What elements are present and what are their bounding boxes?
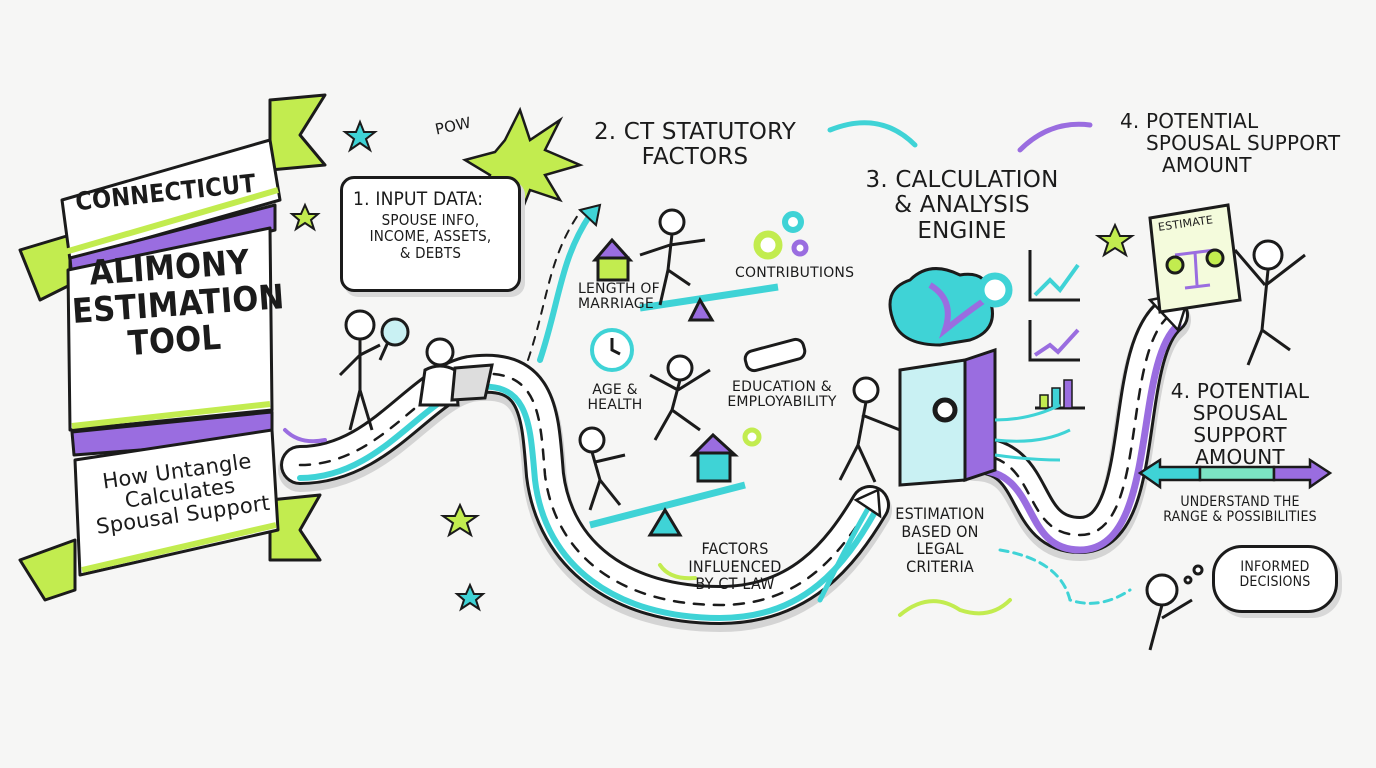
caption-line: ESTIMATION: [895, 504, 985, 523]
factor-line: EDUCATION &: [732, 379, 832, 395]
estimate-illustration: [1148, 203, 1306, 366]
step4-heading-bottom: 4. POTENTIAL SPOUSAL SUPPORT AMOUNT: [1145, 380, 1335, 468]
caption-line: LEGAL: [916, 539, 964, 559]
step1-heading: 1. INPUT DATA:: [353, 188, 484, 210]
step3-heading-line: & ANALYSIS: [894, 192, 1030, 219]
step2-caption: FACTORS INFLUENCED BY CT LAW: [680, 540, 790, 593]
caption-line: INFLUENCED: [688, 556, 782, 576]
step4-heading-top: 4. POTENTIAL SPOUSAL SUPPORT AMOUNT: [1120, 110, 1340, 176]
page-title: ALIMONY ESTIMATION TOOL: [68, 243, 286, 367]
step1-figures: [338, 309, 494, 431]
step1-details: SPOUSE INFO, INCOME, ASSETS, & DEBTS: [343, 212, 518, 262]
engine-illustration: [838, 250, 1085, 487]
step4-heading-line: AMOUNT: [1162, 153, 1252, 177]
range-arrow: [1137, 457, 1333, 490]
factor-contributions: CONTRIBUTIONS: [735, 265, 855, 281]
thought-bubble-text: INFORMED DECISIONS: [1215, 548, 1335, 591]
caption-line: CRITERIA: [906, 556, 974, 576]
caption-line: RANGE & POSSIBILITIES: [1163, 509, 1317, 526]
step3-heading-line: 3. CALCULATION: [865, 167, 1059, 193]
caption-line: BASED ON: [901, 521, 979, 541]
step2-heading-line: FACTORS: [641, 144, 749, 171]
step2-illustrations: [578, 208, 809, 537]
step2-heading-line: 2. CT STATUTORY: [593, 119, 797, 145]
factor-education: EDUCATION & EMPLOYABILITY: [722, 379, 842, 411]
factor-line: AGE &: [592, 382, 638, 398]
step1-line: SPOUSE INFO,: [381, 210, 480, 229]
step4-heading-line: AMOUNT: [1195, 445, 1285, 469]
step4-heading-line: 4. POTENTIAL: [1120, 109, 1259, 133]
step1-line: & DEBTS: [399, 243, 462, 262]
step2-heading: 2. CT STATUTORY FACTORS: [585, 119, 805, 171]
step1-speech-bubble: 1. INPUT DATA: SPOUSE INFO, INCOME, ASSE…: [340, 176, 521, 292]
factor-line: EMPLOYABILITY: [727, 394, 837, 411]
step3-heading-line: ENGINE: [917, 217, 1007, 244]
caption-line: FACTORS: [701, 539, 769, 558]
step4-heading-line: SPOUSAL SUPPORT: [1192, 401, 1288, 447]
decorative-stars: [289, 119, 1136, 612]
step1-line: INCOME, ASSETS,: [369, 227, 492, 246]
thought-line: INFORMED: [1240, 559, 1310, 575]
step3-caption: ESTIMATION BASED ON LEGAL CRITERIA: [880, 505, 1000, 575]
factor-length-of-marriage: LENGTH OF MARRIAGE: [578, 281, 660, 313]
thinking-figure: [1145, 564, 1204, 651]
title-banner: [18, 93, 327, 602]
factor-line: HEALTH: [587, 397, 643, 414]
factor-age-health: AGE & HEALTH: [585, 382, 645, 414]
range-caption: UNDERSTAND THE RANGE & POSSIBILITIES: [1135, 494, 1345, 526]
thought-line: DECISIONS: [1239, 574, 1311, 591]
factor-line: MARRIAGE: [578, 296, 654, 313]
step4-heading-line: SPOUSAL SUPPORT: [1146, 131, 1341, 155]
caption-line: UNDERSTAND THE: [1180, 494, 1300, 510]
factor-line: LENGTH OF: [578, 281, 660, 297]
thought-bubble: INFORMED DECISIONS: [1212, 545, 1338, 613]
step3-heading: 3. CALCULATION & ANALYSIS ENGINE: [862, 167, 1062, 244]
step4-heading-line: 4. POTENTIAL: [1170, 379, 1310, 403]
caption-line: BY CT LAW: [695, 574, 775, 594]
